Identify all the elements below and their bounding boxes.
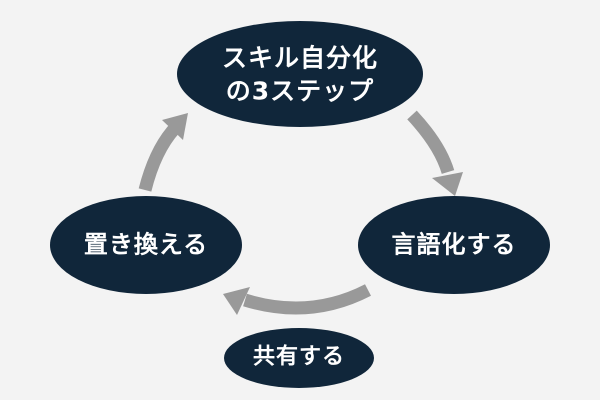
curved-arrow-left-icon <box>223 284 371 315</box>
left-node-shape <box>50 196 242 294</box>
bottom-node-shape <box>224 328 374 388</box>
right-node-shape <box>358 196 550 294</box>
curved-arrow-down-right-icon <box>407 110 463 196</box>
step-replace-label: 置き換える <box>83 230 209 259</box>
center-node-label: スキル自分化 の3ステップ <box>221 43 379 106</box>
step-share-label: 共有する <box>252 344 346 370</box>
center-node-shape <box>177 21 423 127</box>
step-verbalize-label: 言語化する <box>391 230 517 259</box>
curved-arrow-up-right-icon <box>138 113 188 192</box>
